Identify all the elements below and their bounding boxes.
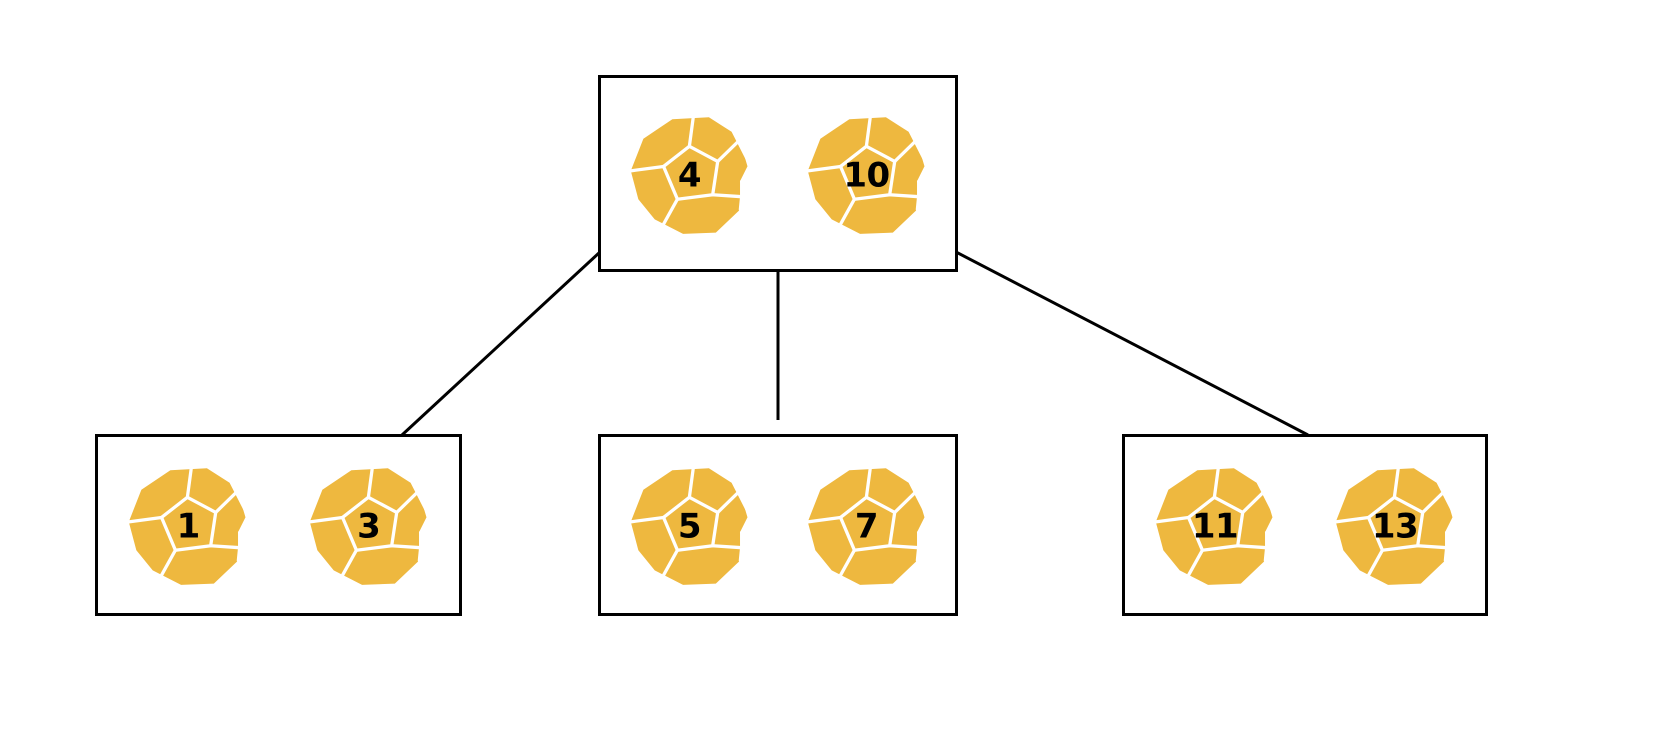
edge-root-to-right-child — [955, 250, 1309, 437]
die-10: 10 — [804, 111, 930, 237]
die-4: 4 — [627, 111, 753, 237]
die-5: 5 — [627, 462, 753, 588]
die-7: 7 — [804, 462, 930, 588]
dodecahedron-icon — [628, 115, 751, 234]
die-1: 1 — [125, 462, 251, 588]
dodecahedron-icon — [628, 467, 751, 585]
die-13: 13 — [1332, 462, 1458, 588]
die-3: 3 — [306, 462, 432, 588]
dodecahedron-icon — [307, 467, 430, 585]
root-node[interactable]: 4 10 — [598, 75, 958, 272]
dodecahedron-icon — [127, 467, 250, 585]
dodecahedron-icon — [1154, 467, 1276, 585]
right-child-node[interactable]: 11 13 — [1122, 434, 1488, 616]
dodecahedron-icon — [1334, 467, 1456, 585]
dodecahedron-icon — [805, 115, 928, 234]
dodecahedron-icon — [805, 467, 928, 585]
edge-root-to-left-child — [400, 250, 602, 437]
die-11: 11 — [1152, 462, 1278, 588]
